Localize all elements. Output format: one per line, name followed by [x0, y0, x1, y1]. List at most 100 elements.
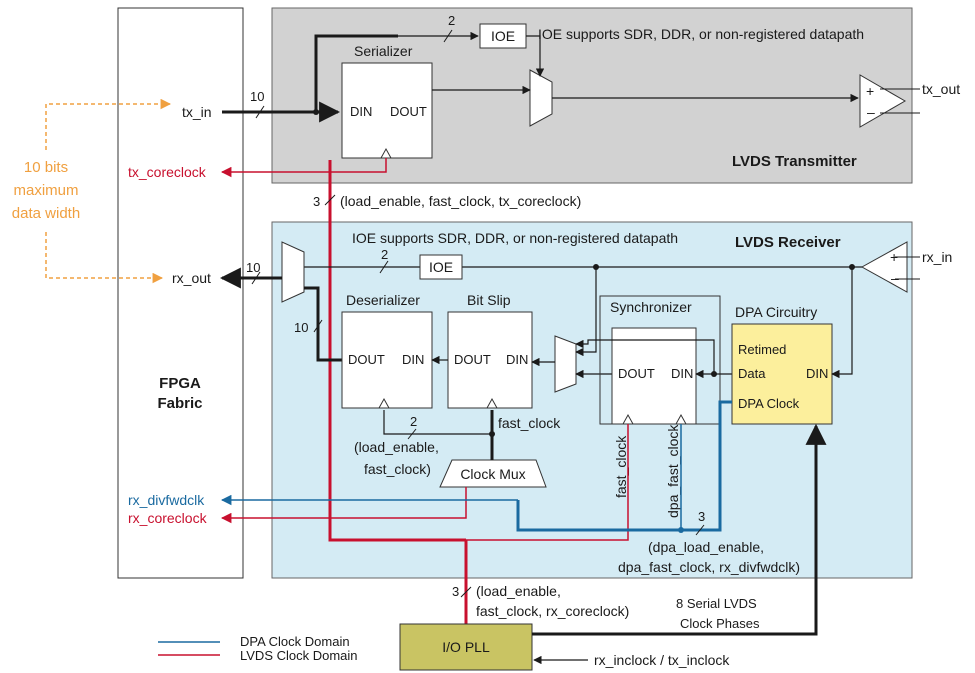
tx-clock-bus-signals: (load_enable, fast_clock, tx_coreclock) — [340, 193, 581, 209]
clock-mux — [439, 459, 547, 488]
dpa-block — [731, 323, 833, 425]
dpa-bus-line1: (dpa_load_enable, — [648, 539, 764, 555]
data-width-bottom — [45, 232, 164, 284]
tx-ioe-to-mux — [526, 35, 545, 77]
clockmux-bus-tick — [407, 428, 417, 440]
rx-buffer-minus: – — [891, 270, 899, 286]
tx-in-width: 10 — [250, 89, 264, 104]
deserializer-block — [341, 311, 433, 409]
pll-bus-tick — [460, 586, 472, 598]
bitslip-din: DIN — [506, 352, 528, 367]
clockmux-bus-line1: (load_enable, — [354, 439, 439, 455]
receiver-title: LVDS Receiver — [735, 234, 841, 251]
data-width-line2: maximum — [13, 182, 78, 199]
deser-clock-pin — [378, 397, 390, 409]
data-width-line1: 10 bits — [24, 159, 68, 176]
dpa-title: DPA Circuitry — [735, 304, 817, 320]
io-pll-block — [399, 623, 533, 671]
rx-to-dpa-din — [831, 267, 853, 379]
data-width-top — [45, 98, 172, 150]
deserializer-title: Deserializer — [346, 292, 420, 308]
clock-mux-label: Clock Mux — [460, 466, 525, 482]
tx-ioe-label: IOE — [491, 28, 515, 44]
sync-fast-clock-wire — [466, 424, 629, 541]
pll-to-dpa-bus — [532, 423, 827, 636]
sync-clock-pin-2 — [675, 413, 687, 425]
io-pll-label: I/O PLL — [442, 639, 490, 655]
rx-ioe-label: IOE — [429, 259, 453, 275]
bitslip-fast-clock: fast_clock — [498, 415, 561, 431]
bitslip-clock-pin — [486, 397, 498, 409]
rx-divfwdclk-label: rx_divfwdclk — [128, 492, 205, 508]
tx-in-bus-tick — [255, 105, 265, 119]
bitslip-title: Bit Slip — [467, 292, 511, 308]
synchronizer-block — [611, 327, 697, 425]
pll-bus-line2: fast_clock, rx_coreclock) — [476, 603, 629, 619]
sync-dout: DOUT — [618, 366, 655, 381]
tx-clock-bus — [328, 160, 466, 542]
tx-output-buffer — [859, 74, 906, 128]
tx-coreclock-label: tx_coreclock — [128, 164, 207, 180]
bitslip-dout: DOUT — [454, 352, 491, 367]
rx-coreclock-wire — [220, 487, 467, 524]
dpa-bus-width: 3 — [698, 509, 705, 524]
tx-in-label: tx_in — [182, 104, 212, 120]
deser-to-mux-bus — [304, 286, 342, 362]
serializer-clock-pin — [380, 147, 392, 159]
tx-clock-bus-tick — [324, 194, 336, 206]
rx-main-tick — [379, 260, 389, 274]
synchronizer-title: Synchronizer — [610, 299, 692, 315]
tx-coreclock-wire — [220, 158, 387, 178]
tx-out-label: tx_out — [922, 81, 960, 97]
sync-dpa-fast-clock: dpa_fast_clock — [665, 424, 681, 518]
deser-dout: DOUT — [348, 352, 385, 367]
rx-out-label: rx_out — [172, 270, 211, 286]
tx-ioe-block — [479, 23, 527, 49]
pll-phases-line2: Clock Phases — [680, 616, 760, 631]
fabric-label-line2: Fabric — [157, 395, 202, 412]
dpa-din: DIN — [806, 366, 828, 381]
rx-main-width: 2 — [381, 247, 388, 262]
deser-bus-tick — [313, 319, 323, 333]
tx-buffer-plus: + — [866, 83, 874, 99]
dpa-bus-tick — [695, 524, 705, 536]
fabric-label-line1: FPGA — [159, 375, 201, 392]
fpga-fabric — [117, 7, 244, 579]
bitslip-mux — [554, 335, 577, 393]
deser-din: DIN — [402, 352, 424, 367]
tx-bypass-width: 2 — [448, 13, 455, 28]
transmitter-title: LVDS Transmitter — [732, 153, 857, 170]
bitslip-block — [447, 311, 533, 409]
sync-din: DIN — [671, 366, 693, 381]
serializer-title: Serializer — [354, 43, 413, 59]
legend-dpa-label: DPA Clock Domain — [240, 634, 350, 649]
retimed-bypass — [575, 339, 715, 374]
rx-ioe-note: IOE supports SDR, DDR, or non-registered… — [352, 230, 678, 246]
dpa-clock-bus — [516, 400, 732, 532]
pll-phases-line1: 8 Serial LVDS — [676, 596, 757, 611]
tx-ioe-note: IOE supports SDR, DDR, or non-registered… — [538, 26, 864, 42]
rx-coreclock-label: rx_coreclock — [128, 510, 208, 526]
dpa-retimed: Retimed — [738, 342, 786, 357]
rx-out-width: 10 — [246, 260, 260, 275]
pll-bus-width: 3 — [452, 584, 459, 599]
dpa-data: Data — [738, 366, 766, 381]
sync-clock-pin-1 — [622, 413, 634, 425]
rx-out-tick — [251, 271, 261, 285]
rx-buffer-plus: + — [890, 249, 898, 265]
dpa-clock-junction — [678, 527, 684, 533]
clockmux-bus-line2: fast_clock) — [364, 461, 431, 477]
clockmux-bus-width: 2 — [410, 414, 417, 429]
clockmux-to-deser — [383, 410, 492, 435]
sync-fast-clock: fast_clock — [613, 435, 629, 498]
tx-clock-bus-width: 3 — [313, 194, 320, 209]
legend-lvds-label: LVDS Clock Domain — [240, 648, 358, 663]
ioe-path-to-mux — [575, 267, 597, 357]
dpa-bus-line2: dpa_fast_clock, rx_divfwdclk) — [618, 559, 800, 575]
rx-in-label: rx_in — [922, 249, 952, 265]
serializer-block — [341, 62, 433, 159]
tx-mux — [529, 69, 553, 127]
deser-bus-width: 10 — [294, 320, 308, 335]
rx-ioe-block — [419, 254, 463, 280]
